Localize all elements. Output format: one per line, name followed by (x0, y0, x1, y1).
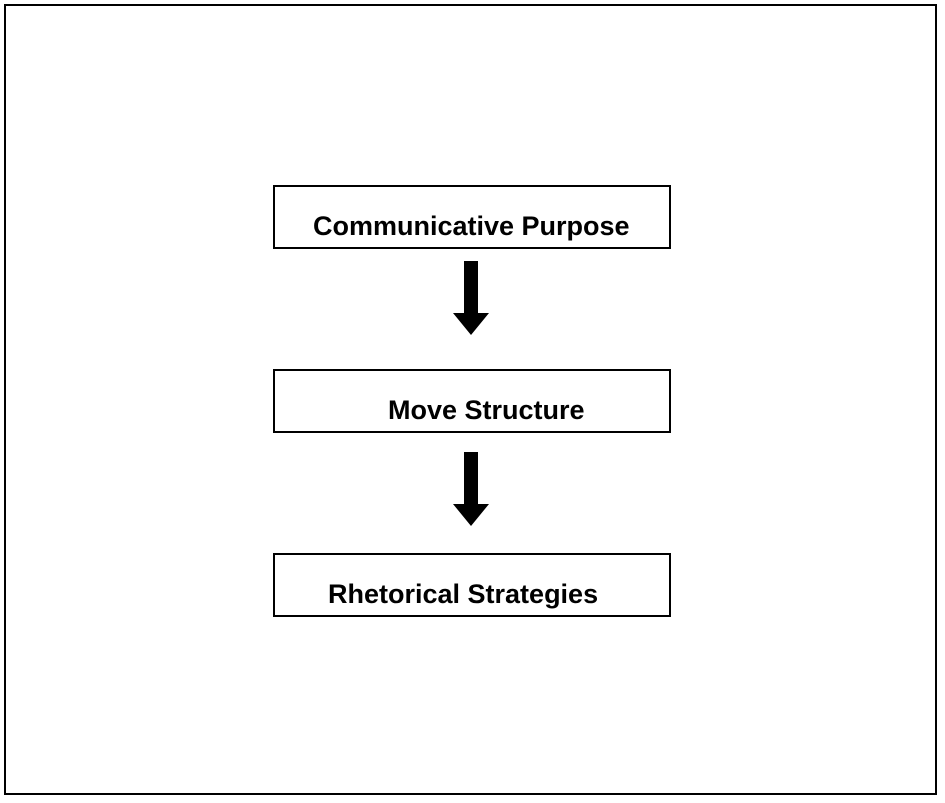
node-label: Move Structure (388, 395, 585, 425)
node-label: Rhetorical Strategies (328, 579, 599, 609)
down-arrow-icon (453, 261, 489, 335)
node-move-structure: Move Structure (273, 369, 671, 433)
down-arrow-icon (453, 452, 489, 526)
node-communicative-purpose: Communicative Purpose (273, 185, 671, 249)
node-label: Communicative Purpose (313, 211, 630, 241)
node-rhetorical-strategies: Rhetorical Strategies (273, 553, 671, 617)
